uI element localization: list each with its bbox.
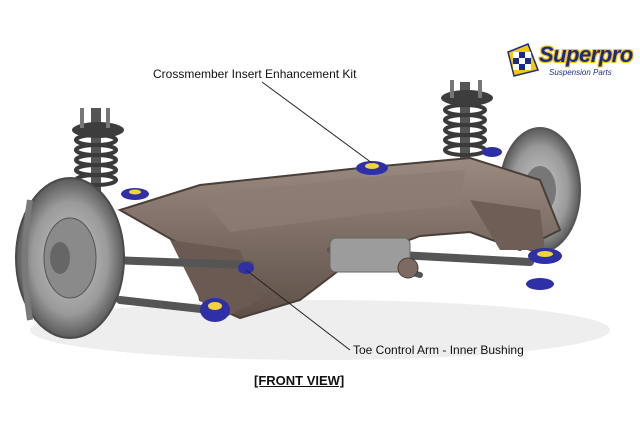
left-strut	[72, 108, 124, 198]
bushing-front-left	[200, 298, 230, 322]
diff-mount	[329, 237, 419, 279]
ground-shadow	[30, 300, 610, 360]
bushing-right-rear	[482, 147, 502, 157]
crossmember-label: Crossmember Insert Enhancement Kit	[153, 67, 357, 81]
superpro-emblem-icon	[507, 43, 540, 77]
left-brake-disc	[15, 177, 125, 339]
bushing-crossmember-top	[356, 161, 388, 175]
bushing-right-front	[528, 248, 562, 264]
crossmember-leader-line	[261, 81, 373, 164]
view-title: [FRONT VIEW]	[254, 373, 345, 388]
logo-brand: Superpro	[539, 42, 633, 67]
bushings	[121, 147, 562, 322]
right-strut	[441, 80, 493, 172]
bushing-toe-inner	[238, 262, 254, 274]
toe-control-label: Toe Control Arm - Inner Bushing	[353, 343, 524, 357]
bushing-right-low	[526, 278, 554, 290]
toe-control-leader-line	[245, 269, 351, 351]
superpro-logo: Superpro Suspension Parts	[503, 40, 635, 82]
bushing-left-rear	[121, 188, 149, 200]
logo-subtitle: Suspension Parts	[549, 68, 612, 77]
